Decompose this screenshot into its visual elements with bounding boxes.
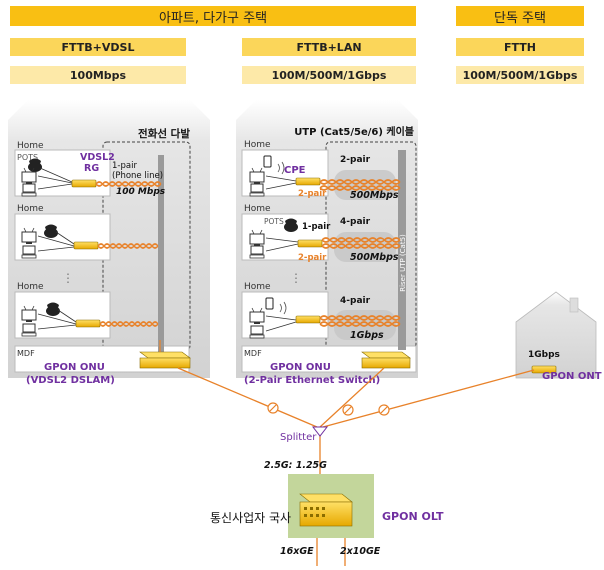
uplink1-label: 16xGE [280, 546, 314, 557]
co-label: 통신사업자 국사 [210, 511, 291, 525]
right-home-2-devices [249, 218, 323, 259]
pair-b-small2-label: 2-pair [298, 253, 327, 263]
computer-icon [249, 183, 265, 197]
pair-a-label: 2-pair [340, 155, 371, 165]
computer-icon [21, 245, 37, 259]
wifi-icon [277, 161, 285, 175]
computer-icon [21, 183, 37, 197]
header-detached: 단독 주택 [456, 6, 584, 26]
left-onu-label-line2: (VDSL2 DSLAM) [26, 375, 115, 386]
speed-b-label: 500Mbps [350, 252, 399, 263]
speed-c-label: 1Gbps [350, 330, 384, 341]
left-home-1-devices [21, 158, 97, 197]
cpe-router [295, 315, 321, 324]
pair-b-small1-label: 1-pair [302, 222, 331, 232]
pair-label-line1: 1-pair [112, 161, 137, 171]
left-mdf-label: MDF [17, 349, 35, 358]
speed-a-label: 500Mbps [350, 190, 399, 201]
header-fttb-lan: FTTB+LAN [242, 38, 416, 56]
left-home-label-2: Home [17, 204, 44, 214]
right-home-label-2: Home [244, 204, 271, 214]
right-home-label-3: Home [244, 282, 271, 292]
right-onu-label-line1: GPON ONU [270, 362, 331, 373]
fiber-lines [177, 367, 535, 566]
wifi-icon [279, 301, 287, 315]
vdsl2-rg-modem [71, 179, 97, 188]
right-pots-label: POTS [264, 217, 284, 226]
cpe-router [295, 177, 321, 186]
ont-label: GPON ONT [542, 371, 602, 382]
speed-lan: 100M/500M/1Gbps [242, 66, 416, 84]
pair-a-small-label: 2-pair [298, 189, 327, 199]
right-cable-title: UTP (Cat5/5e/6) 케이블 [294, 125, 414, 138]
left-speed-label: 100 Mbps [116, 187, 166, 197]
rates-label: 2.5G: 1.25G [264, 460, 327, 471]
vdsl2-rg-modem [73, 241, 99, 250]
olt-label: GPON OLT [382, 510, 444, 523]
gpon-olt-device [299, 493, 353, 527]
left-pots-label: POTS [17, 153, 38, 162]
splitter-label: Splitter [280, 432, 317, 443]
telephone-icon [284, 218, 298, 232]
detached-house: 1Gbps [515, 291, 597, 379]
telephone-icon [46, 302, 60, 316]
ethernet-switch-device [361, 351, 411, 369]
smartphone-icon [265, 297, 274, 310]
pair-c-label: 4-pair [340, 296, 371, 306]
vdsl2-rg-modem [75, 319, 101, 328]
left-home-2-devices [21, 224, 99, 259]
speed-vdsl: 100Mbps [10, 66, 186, 84]
ellipsis-dots: ⋮ [62, 271, 74, 285]
left-home-label-1: Home [17, 141, 44, 151]
header-ftth: FTTH [456, 38, 584, 56]
ellipsis-dots: ⋮ [290, 271, 302, 285]
rg-label-line1: VDSL2 [80, 152, 115, 163]
right-home-3-devices [249, 297, 321, 339]
header-apartment: 아파트, 다가구 주택 [10, 6, 416, 26]
rg-label-line2: RG [84, 163, 99, 174]
pair-b-label: 4-pair [340, 217, 371, 227]
computer-icon [21, 323, 37, 337]
left-home-3-devices [21, 302, 101, 337]
left-onu-label-line1: GPON ONU [44, 362, 105, 373]
left-cable-title: 전화선 다발 [138, 127, 190, 140]
cpe-router [297, 239, 323, 248]
right-building: Riser UTP (Cat5) UTP (Cat5/5e/6) 케이블 Hom… [236, 100, 418, 386]
fiber-connectors [267, 402, 390, 416]
left-building: 전화선 다발 Home Home Home POTS VDSL2 RG 1-pa… [8, 100, 210, 386]
telephone-icon [44, 224, 58, 238]
house-speed-label: 1Gbps [528, 350, 560, 360]
splitter-icon [311, 426, 329, 437]
smartphone-icon [263, 155, 272, 168]
computer-icon [249, 325, 265, 339]
left-home-label-3: Home [17, 282, 44, 292]
speed-ftth: 100M/500M/1Gbps [456, 66, 584, 84]
telephone-icon [28, 158, 42, 172]
computer-icon [249, 245, 265, 259]
header-fttb-vdsl: FTTB+VDSL [10, 38, 186, 56]
right-mdf-label: MDF [244, 349, 262, 358]
pair-label-line2: (Phone line) [112, 171, 163, 181]
right-home-label-1: Home [244, 140, 271, 150]
right-home-1-devices [249, 155, 321, 197]
right-onu-label-line2: (2-Pair Ethernet Switch) [244, 375, 380, 386]
cpe-label: CPE [284, 165, 306, 176]
riser-label: Riser UTP (Cat5) [399, 234, 407, 292]
vdsl2-dslam-device [139, 340, 191, 369]
uplink2-label: 2x10GE [340, 546, 381, 557]
